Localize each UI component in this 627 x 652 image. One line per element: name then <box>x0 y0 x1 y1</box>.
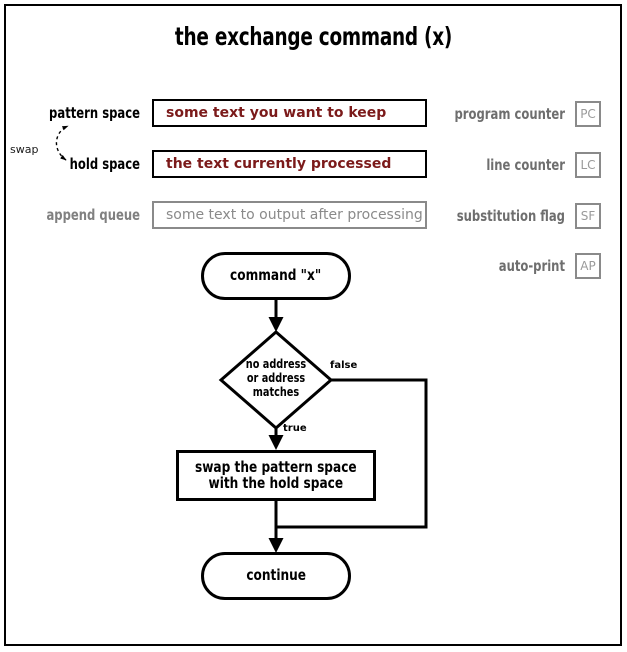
register-box-pattern-space[interactable]: some text you want to keep <box>152 99 427 127</box>
page-title: the exchange command (x) <box>174 22 453 51</box>
register-box-program-counter[interactable]: PC <box>575 101 601 127</box>
register-value-substitution-flag: SF <box>580 209 596 223</box>
register-box-substitution-flag[interactable]: SF <box>575 203 601 229</box>
register-label-auto-print: auto-print <box>498 257 565 275</box>
register-label-substitution-flag: substitution flag <box>456 207 565 225</box>
flow-node-decision-label: no address or address matches <box>222 357 330 399</box>
action-line-1: swap the pattern space <box>195 457 357 476</box>
register-label-append-queue: append queue <box>46 206 140 224</box>
register-box-append-queue[interactable]: some text to output after processing <box>152 201 427 229</box>
register-box-auto-print[interactable]: AP <box>575 253 601 279</box>
flow-node-end-label: continue <box>246 566 306 585</box>
flow-node-end[interactable]: continue <box>201 552 351 600</box>
register-box-line-counter[interactable]: LC <box>575 152 601 178</box>
register-label-line-counter: line counter <box>486 156 565 174</box>
register-value-line-counter: LC <box>580 158 596 172</box>
edge-label-true: true <box>283 423 307 434</box>
swap-annotation-label: swap <box>10 143 39 156</box>
edge-label-false: false <box>330 360 358 371</box>
register-label-hold-space: hold space <box>69 155 140 173</box>
register-value-program-counter: PC <box>580 107 596 121</box>
register-value-pattern-space: some text you want to keep <box>166 105 387 121</box>
register-label-pattern-space: pattern space <box>49 104 140 122</box>
register-value-auto-print: AP <box>580 259 596 273</box>
flow-node-start-label: command "x" <box>230 266 322 285</box>
flow-node-start[interactable]: command "x" <box>201 252 351 300</box>
register-box-hold-space[interactable]: the text currently processed <box>152 150 427 178</box>
decision-line-2: or address <box>246 370 306 385</box>
decision-line-3: matches <box>252 384 300 399</box>
decision-line-1: no address <box>245 357 307 371</box>
action-line-2: with the hold space <box>208 473 344 492</box>
register-value-hold-space: the text currently processed <box>166 156 392 172</box>
flow-node-action-label: swap the pattern space with the hold spa… <box>195 457 357 492</box>
register-label-program-counter: program counter <box>454 105 565 123</box>
register-value-append-queue: some text to output after processing <box>166 207 423 223</box>
flow-node-action[interactable]: swap the pattern space with the hold spa… <box>176 450 376 501</box>
